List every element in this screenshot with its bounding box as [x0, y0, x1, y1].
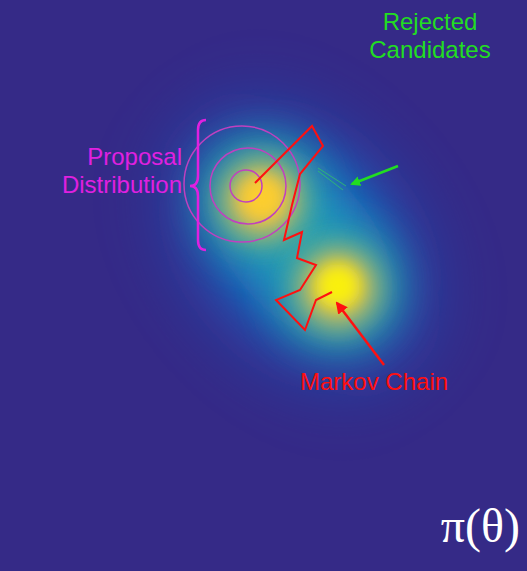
rejected-lines	[318, 168, 346, 190]
bracket	[190, 120, 206, 250]
rejected-label: Rejected Candidates	[345, 8, 515, 63]
leader-arrow	[337, 303, 384, 365]
chain-label: Markov Chain	[300, 368, 510, 396]
markov-chain	[255, 126, 332, 330]
proposal-circles	[184, 126, 300, 242]
leader-arrow	[352, 166, 398, 184]
density-symbol: π(θ)	[420, 498, 520, 553]
proposal-label: Proposal Distribution	[2, 143, 182, 198]
